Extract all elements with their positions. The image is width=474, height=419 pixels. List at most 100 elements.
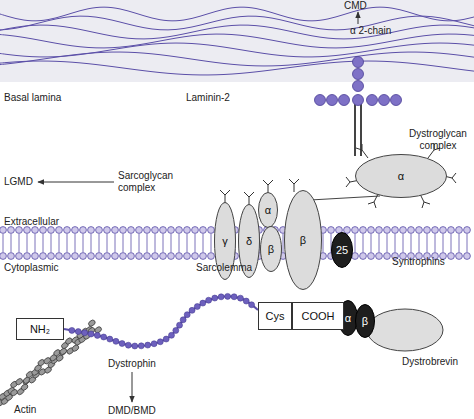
lipid-tail: [363, 234, 364, 252]
region-label: Cytoplasmic: [4, 262, 84, 274]
lipid-tail: [155, 234, 156, 252]
region-label: Extracellular: [4, 216, 84, 228]
dystrophin-bead: [138, 343, 144, 349]
lipid-head: [32, 253, 39, 260]
dystrophin-bead: [243, 298, 249, 304]
node-label: NH₂: [30, 323, 50, 335]
lipid-head: [384, 253, 391, 260]
basal-lamina-fibres: [0, 7, 474, 75]
lipid-tail: [435, 234, 436, 252]
lipid-tail: [59, 234, 60, 252]
lipid-tail: [419, 234, 420, 252]
lipid-head: [56, 227, 63, 234]
lipid-head: [0, 253, 6, 260]
lipid-head: [456, 253, 463, 260]
lipid-head: [16, 227, 23, 234]
dystrophin-bead: [119, 341, 125, 347]
box-shape: [293, 303, 344, 330]
lipid-tail: [27, 234, 28, 252]
protein-label: Dystrobrevin: [402, 356, 474, 368]
lipid-tail: [99, 234, 100, 252]
lipid-tail: [3, 234, 4, 252]
dystrophin-bead: [173, 327, 179, 333]
dystrophin-bead: [200, 300, 206, 306]
lipid-tail: [115, 234, 116, 252]
lipid-head: [456, 227, 463, 234]
lipid-head: [376, 227, 383, 234]
dystrophin-bead: [151, 341, 157, 347]
dystrobrevin-ellipse: [367, 309, 443, 351]
lipid-head: [360, 227, 367, 234]
lipid-tail: [355, 234, 356, 252]
lipid-head: [144, 253, 151, 260]
dystrophin-bead: [69, 327, 75, 333]
lipid-tail: [403, 234, 404, 252]
node-label: β: [268, 243, 274, 255]
dystrophin-bead: [163, 336, 169, 342]
lipid-head: [8, 253, 15, 260]
lipid-tail: [211, 234, 212, 252]
lipid-head: [152, 253, 159, 260]
lipid-head: [96, 253, 103, 260]
fibre-line: [0, 52, 474, 66]
actin-monomer: [87, 319, 96, 328]
lipid-head: [80, 253, 87, 260]
lipid-head: [176, 253, 183, 260]
ellipse-shape: [356, 155, 447, 198]
dystrophin-bead: [125, 342, 131, 348]
lipid-head: [120, 227, 127, 234]
cmd-arrow: [358, 12, 359, 24]
lipid-head: [168, 253, 175, 260]
cys-domain: Cys: [258, 302, 292, 330]
lipid-head: [104, 227, 111, 234]
laminin-bead: [353, 81, 364, 92]
node-label: α: [398, 170, 404, 182]
ellipse-shape: [261, 227, 282, 272]
lipid-head: [160, 253, 167, 260]
laminin-bead: [327, 95, 338, 106]
structure-label: Sarcolemma: [196, 262, 266, 274]
dystrophin-bead: [132, 343, 138, 349]
lipid-tail: [387, 234, 388, 252]
fibre-line: [0, 7, 474, 21]
lipid-head: [88, 253, 95, 260]
lipid-head: [192, 253, 199, 260]
lipid-head: [160, 227, 167, 234]
lipid-head: [112, 227, 119, 234]
node-label: δ: [246, 235, 252, 247]
laminin-bead: [353, 57, 364, 68]
node-label: β: [300, 234, 306, 246]
dystroglycan-link: [310, 196, 380, 200]
laminin-rod: [354, 100, 356, 156]
dystrophin-bead: [206, 297, 212, 303]
node-label: Cys: [266, 310, 285, 322]
lipid-head: [408, 227, 415, 234]
lipid-head: [184, 227, 191, 234]
dystrophin-bead: [225, 293, 231, 299]
lipid-head: [344, 227, 351, 234]
disease-label: CMD: [344, 0, 384, 12]
ellipse-shape: [285, 191, 322, 290]
actin-monomer: [58, 348, 67, 357]
lipid-head: [88, 227, 95, 234]
actin-filament: [0, 319, 103, 407]
lipid-tail: [443, 234, 444, 252]
dystrophin-bead: [189, 307, 195, 313]
lipid-head: [176, 227, 183, 234]
dystrophin-bead: [75, 329, 81, 335]
laminin-beads: [315, 57, 402, 106]
dystrophin-bead: [249, 302, 255, 308]
laminin-bead: [379, 95, 390, 106]
lipid-head: [64, 227, 71, 234]
lipid-head: [64, 253, 71, 260]
protein-label: Actin: [14, 404, 54, 416]
lipid-tail: [83, 234, 84, 252]
complex-label: Sarcoglycan complex: [118, 170, 184, 194]
dystrophin-bead: [194, 304, 200, 310]
node-label: α: [345, 312, 351, 324]
lipid-head: [72, 253, 79, 260]
lipid-tail: [411, 234, 412, 252]
lipid-tail: [179, 234, 180, 252]
lipid-tail: [67, 234, 68, 252]
lipid-head: [464, 253, 471, 260]
